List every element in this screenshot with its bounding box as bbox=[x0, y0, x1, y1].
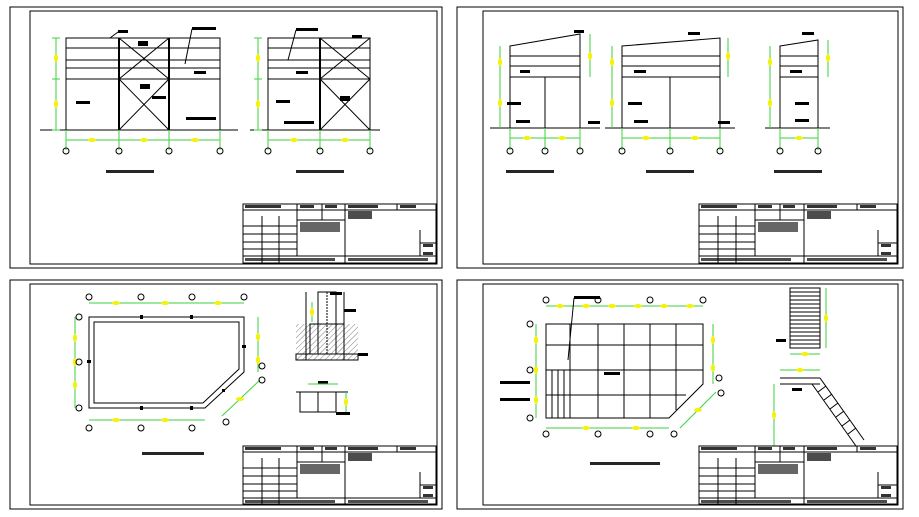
roof-framing-plan bbox=[500, 296, 725, 465]
footing-section bbox=[295, 291, 368, 361]
elevation-c bbox=[490, 30, 600, 173]
sheet-4 bbox=[456, 279, 904, 510]
title-block bbox=[698, 445, 898, 505]
title-block bbox=[242, 445, 437, 505]
elevation-a bbox=[40, 27, 238, 173]
foundation-plan bbox=[73, 293, 266, 455]
elevation-e bbox=[765, 32, 830, 173]
title-block bbox=[698, 203, 898, 264]
elevation-b bbox=[250, 28, 380, 173]
ladder-plan bbox=[776, 287, 828, 356]
sheet-1 bbox=[9, 6, 443, 269]
sheet-2 bbox=[456, 6, 904, 269]
axis-bubble-icon bbox=[62, 147, 224, 155]
elevation-d bbox=[605, 32, 735, 173]
sheet-3 bbox=[9, 279, 443, 510]
stair-elevation bbox=[772, 368, 870, 447]
title-block bbox=[242, 203, 437, 264]
beam-detail bbox=[296, 381, 350, 415]
